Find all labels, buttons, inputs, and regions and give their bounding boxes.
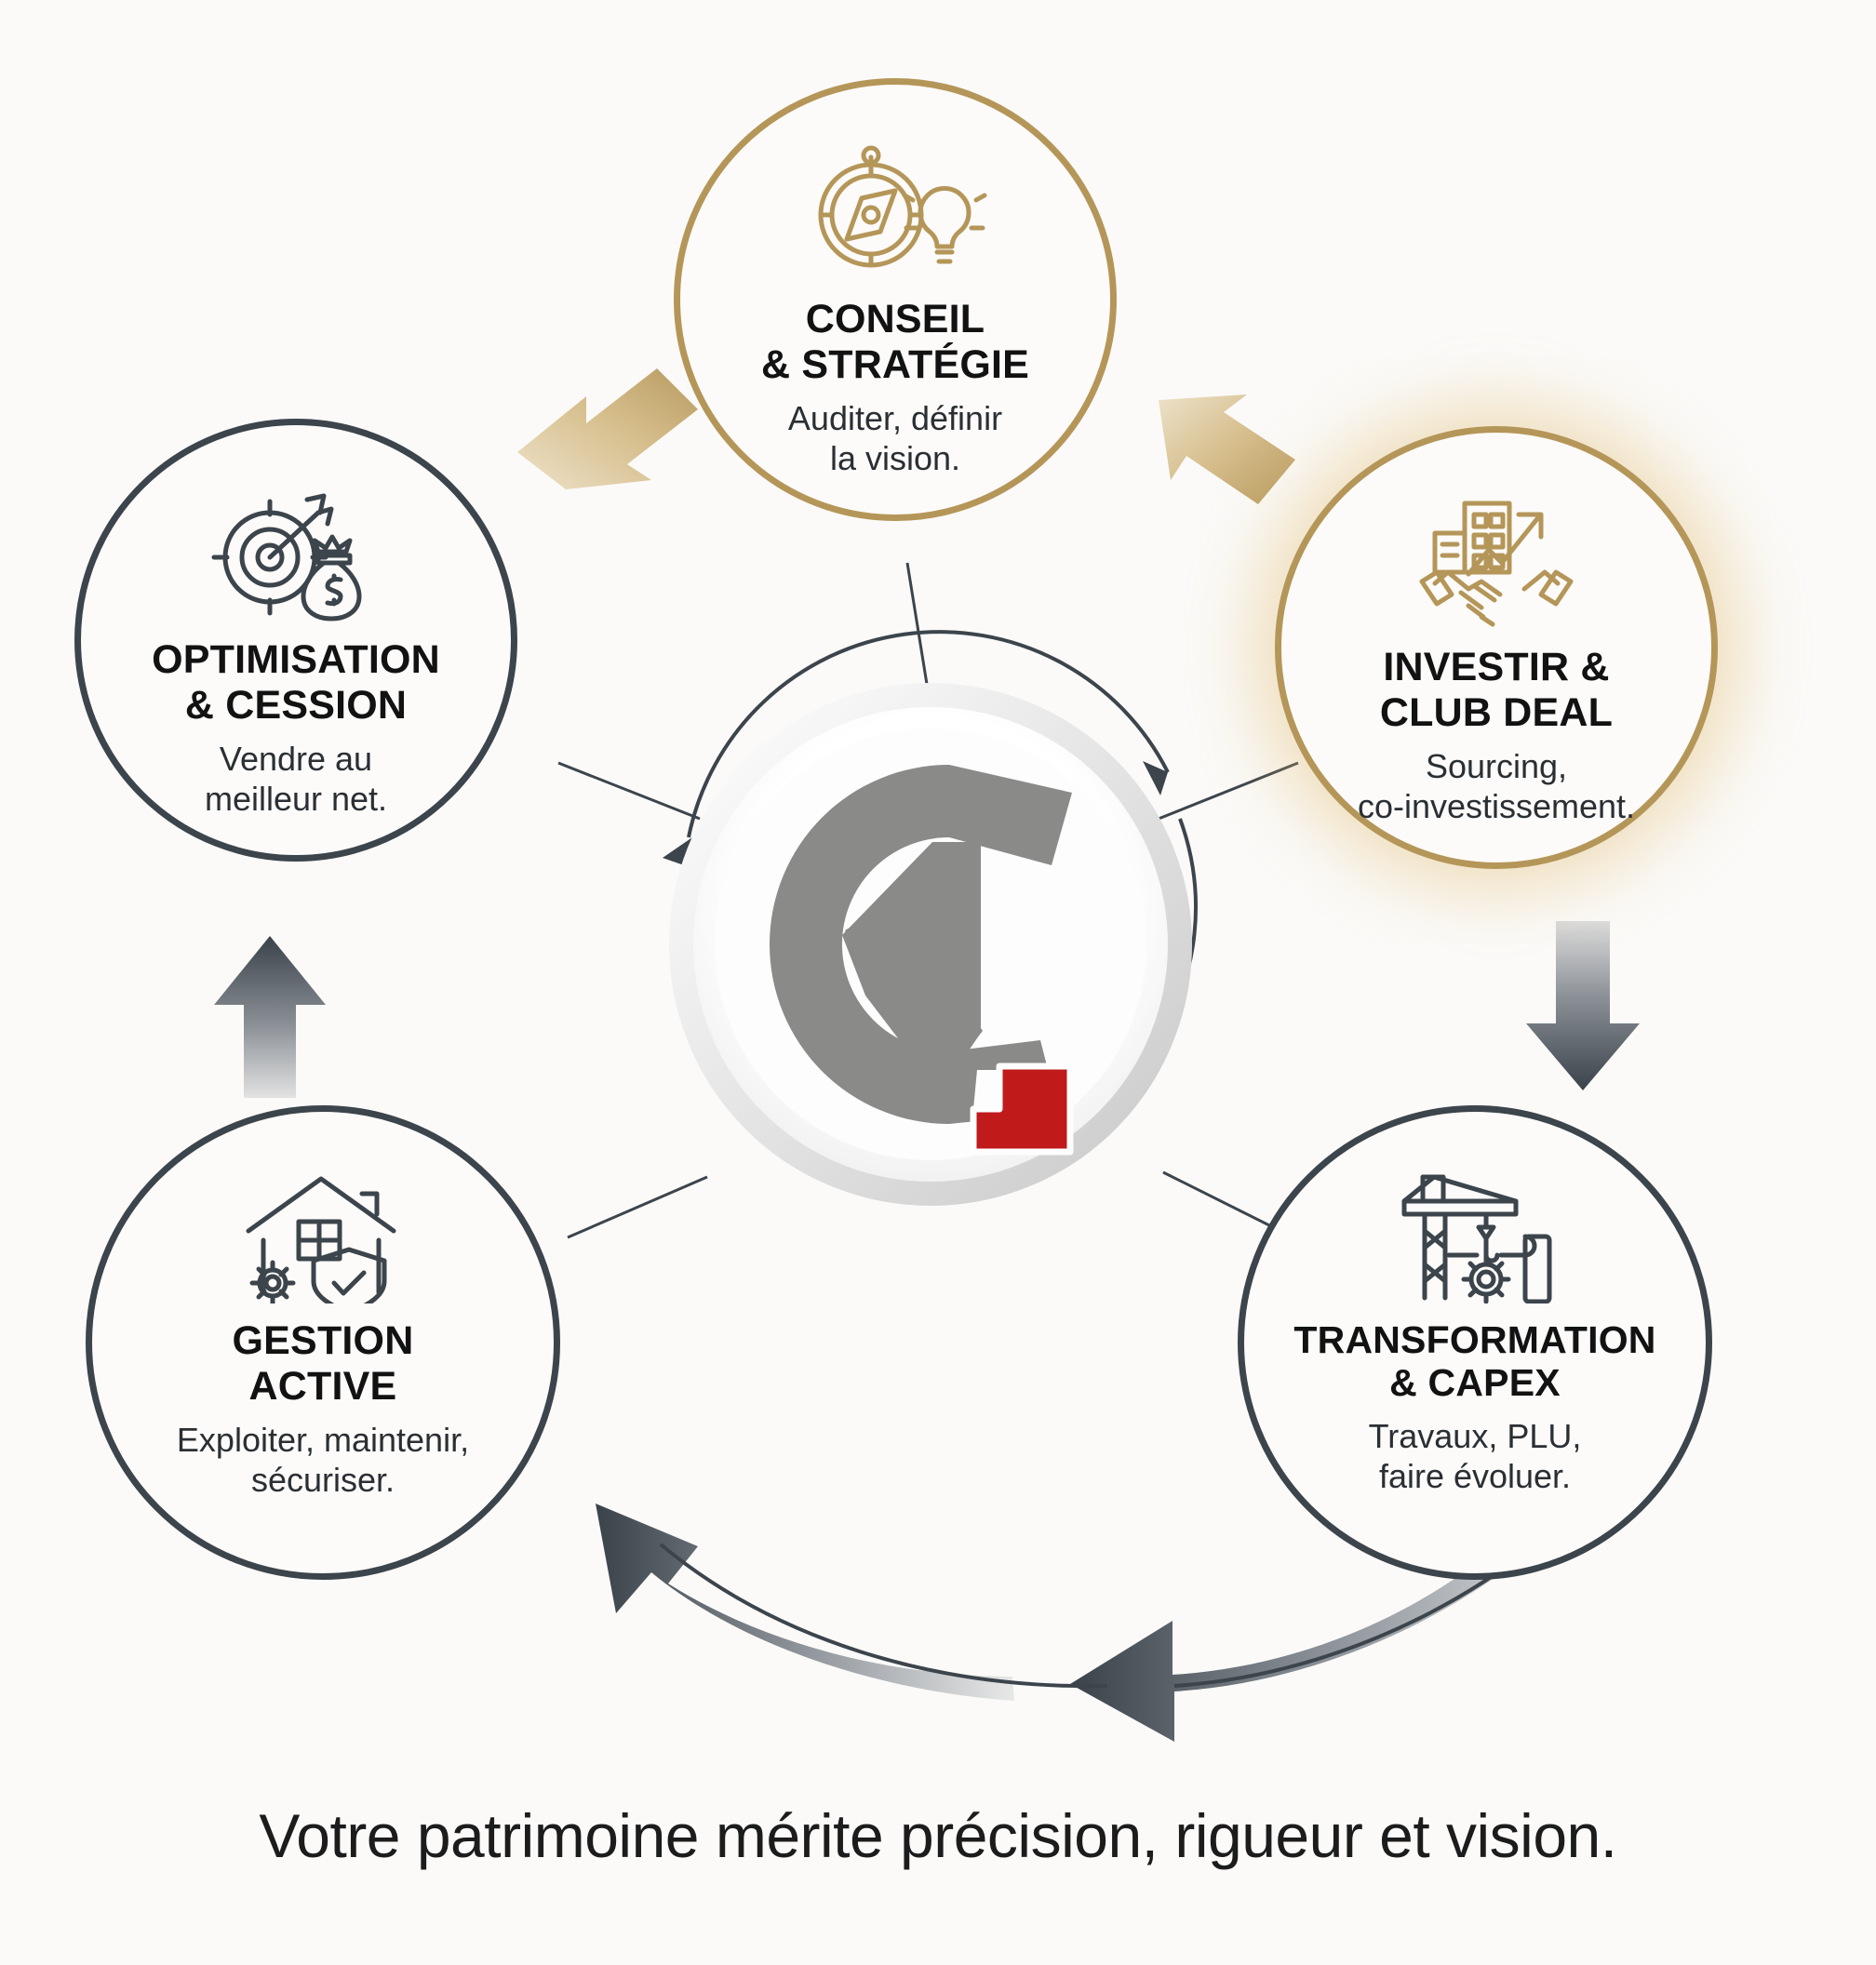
node-title: GESTION ACTIVE [232, 1318, 414, 1409]
node-title: OPTIMISATION & CESSION [152, 637, 440, 728]
node-investir-club-deal[interactable]: INVESTIR & CLUB DEAL Sourcing, co-invest… [1275, 426, 1718, 869]
target-arrow-moneybag-icon [198, 474, 394, 632]
node-title: CONSEIL & STRATÉGIE [760, 297, 1030, 387]
arrow-conseil-to-investir [1159, 394, 1295, 504]
node-conseil-strategie[interactable]: CONSEIL & STRATÉGIE Auditer, définir la … [674, 78, 1117, 521]
crane-gear-blueprint-icon [1377, 1155, 1573, 1313]
footer-caption: Votre patrimoine mérite précision, rigue… [259, 1801, 1617, 1870]
arrow-investir-to-transformation [1526, 921, 1640, 1090]
node-optimisation-cession[interactable]: OPTIMISATION & CESSION Vendre au meilleu… [74, 419, 517, 862]
handshake-buildings-growth-icon [1399, 481, 1594, 639]
node-gestion-active[interactable]: GESTION ACTIVE Exploiter, maintenir, séc… [86, 1105, 560, 1580]
node-title: TRANSFORMATION & CAPEX [1293, 1318, 1656, 1405]
compass-lightbulb-icon [797, 133, 993, 291]
arrow-gestion-to-optimisation [214, 936, 326, 1098]
cv-monogram-logo [770, 765, 1074, 1156]
node-desc: Auditer, définir la vision. [787, 399, 1003, 478]
house-gear-shield-icon [225, 1155, 421, 1313]
arrow-optimisation-to-conseil [517, 368, 698, 489]
node-desc: Travaux, PLU, faire évoluer. [1368, 1416, 1582, 1495]
node-transformation-capex[interactable]: TRANSFORMATION & CAPEX Travaux, PLU, fai… [1238, 1105, 1712, 1580]
node-desc: Vendre au meilleur net. [204, 740, 388, 819]
node-desc: Exploiter, maintenir, sécuriser. [176, 1421, 470, 1500]
spoke-connectors [557, 562, 1299, 1239]
node-title: INVESTIR & CLUB DEAL [1379, 645, 1614, 735]
node-desc: Sourcing, co-investissement. [1357, 747, 1636, 826]
